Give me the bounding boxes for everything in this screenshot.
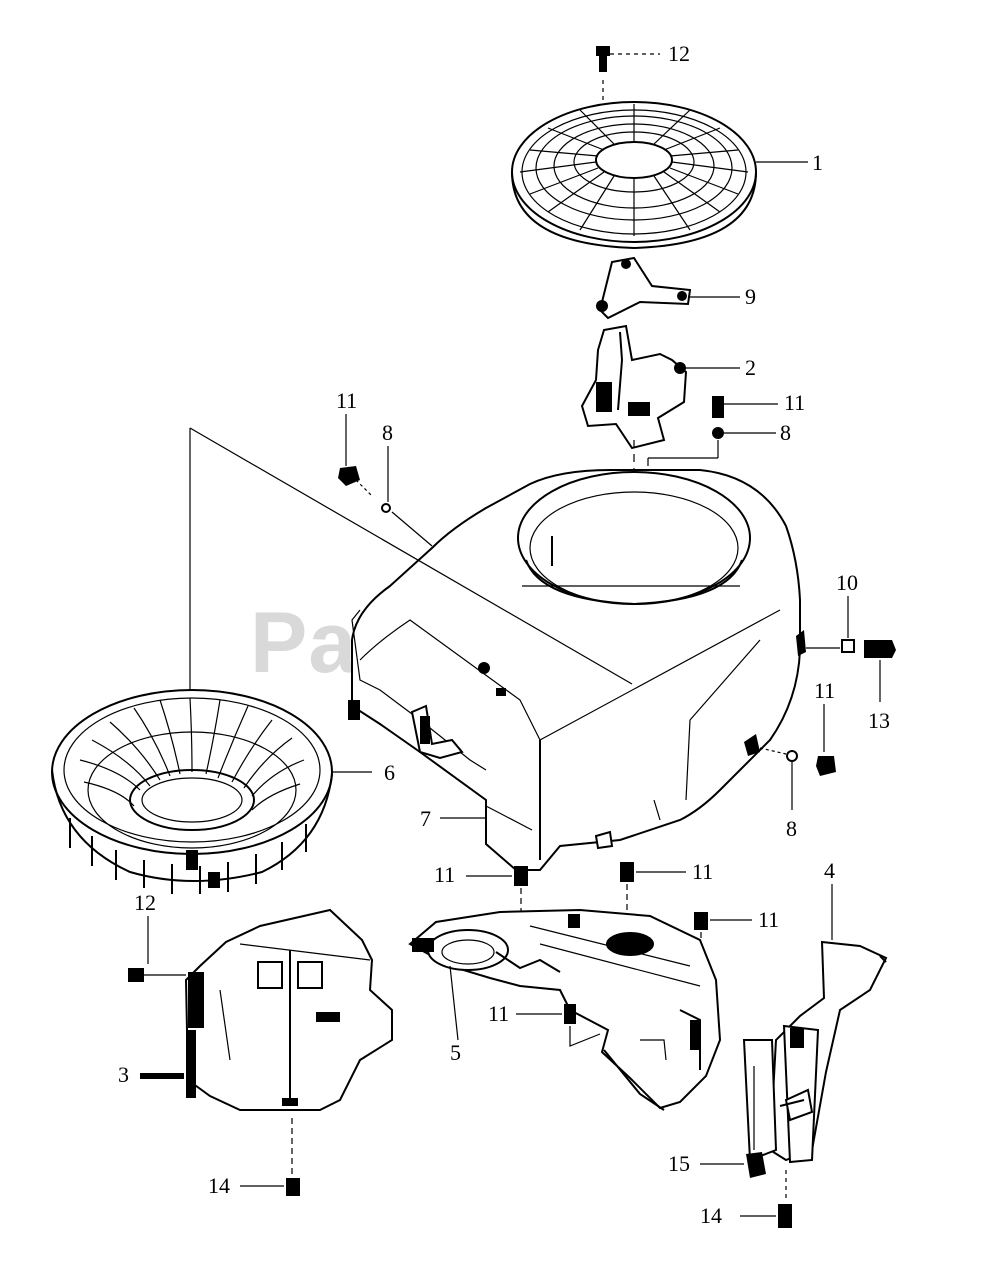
callout-2: 2 bbox=[745, 355, 756, 380]
part-8-washer-top-left bbox=[381, 446, 433, 547]
part-14-bolt-left bbox=[240, 1178, 300, 1196]
callout-14-left: 14 bbox=[208, 1173, 230, 1198]
callout-11-right: 11 bbox=[814, 678, 835, 703]
callout-11-bottom-right: 11 bbox=[758, 907, 779, 932]
callout-3: 3 bbox=[118, 1062, 129, 1087]
callout-12-left: 12 bbox=[134, 890, 156, 915]
callout-5: 5 bbox=[450, 1040, 461, 1065]
callout-11-bottom-left: 11 bbox=[434, 862, 455, 887]
callout-labels: 12 1 9 2 11 8 11 8 10 13 11 8 6 7 11 11 … bbox=[118, 41, 890, 1228]
part-8-washer-right bbox=[759, 747, 798, 810]
part-8-washer-top-right bbox=[712, 427, 776, 439]
part-10-nut bbox=[806, 596, 855, 653]
part-11-bolt-top-left bbox=[338, 414, 373, 497]
callout-4: 4 bbox=[824, 858, 835, 883]
callout-8-right: 8 bbox=[786, 816, 797, 841]
part-5-base-baffle bbox=[408, 908, 722, 1111]
callout-8-top-left: 8 bbox=[382, 420, 393, 445]
part-11-bolt-bottom-mid bbox=[620, 862, 686, 940]
callout-11-top-right: 11 bbox=[784, 390, 805, 415]
part-11-bolt-top-right bbox=[712, 396, 778, 418]
callout-9: 9 bbox=[745, 284, 756, 309]
part-11-bolt-right bbox=[816, 704, 836, 776]
callout-12-top: 12 bbox=[668, 41, 690, 66]
callout-11-lower: 11 bbox=[488, 1001, 509, 1026]
part-12-top-bolt bbox=[596, 46, 660, 100]
part-15-nut bbox=[700, 1066, 766, 1178]
callout-14-right: 14 bbox=[700, 1203, 722, 1228]
part-6-flywheel-fan bbox=[51, 689, 372, 894]
part-4-side-shield bbox=[742, 884, 888, 1164]
callout-1: 1 bbox=[812, 150, 823, 175]
part-9-bracket bbox=[596, 256, 740, 320]
callout-8-top-right: 8 bbox=[780, 420, 791, 445]
callout-6: 6 bbox=[384, 760, 395, 785]
callout-11-top-left: 11 bbox=[336, 388, 357, 413]
part-12-bolt-left bbox=[128, 916, 186, 982]
part-3-side-baffle bbox=[140, 908, 393, 1176]
callout-13: 13 bbox=[868, 708, 890, 733]
callout-15: 15 bbox=[668, 1151, 690, 1176]
part-2-drive-assembly bbox=[580, 324, 740, 450]
callout-10: 10 bbox=[836, 570, 858, 595]
callout-11-bottom-mid: 11 bbox=[692, 859, 713, 884]
part-1-rotating-screen bbox=[511, 101, 808, 250]
part-11-bolt-lower bbox=[516, 1004, 601, 1047]
callout-7: 7 bbox=[420, 806, 431, 831]
part-13-screw bbox=[864, 640, 896, 702]
part-7-blower-housing bbox=[348, 469, 806, 871]
part-14-bolt-right bbox=[740, 1170, 792, 1228]
